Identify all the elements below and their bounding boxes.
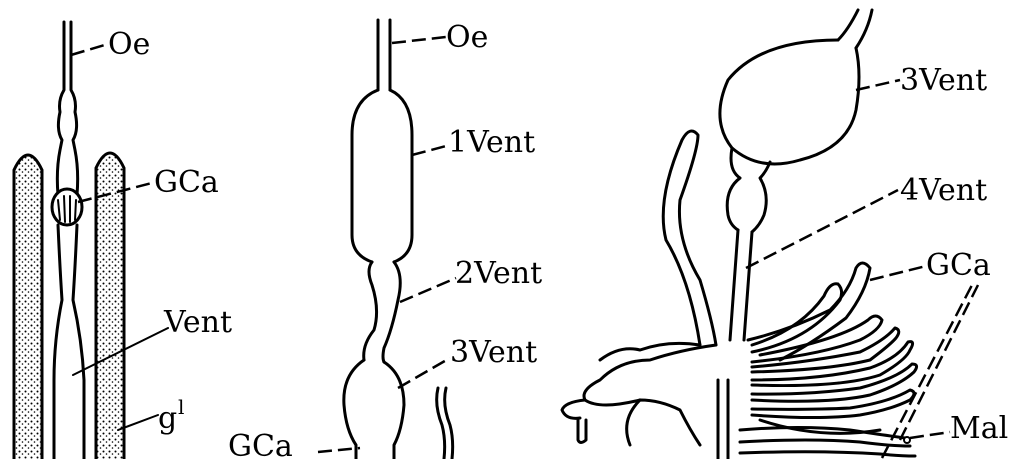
right-gland	[96, 153, 124, 459]
third-ventricle	[344, 360, 404, 459]
label-left-gca: GCa	[154, 165, 219, 200]
oesophagus-right	[71, 22, 78, 195]
label-left-gl-sup: l	[178, 395, 184, 419]
first-ventricle	[352, 90, 412, 262]
left-caecum	[663, 131, 716, 345]
label-right-vent3: 3Vent	[900, 63, 987, 98]
fourth-ventricle	[730, 230, 752, 340]
label-left-oe: Oe	[108, 27, 150, 62]
panel-middle	[318, 20, 456, 459]
left-gland	[14, 155, 42, 459]
ventriculus-right	[73, 225, 84, 459]
label-left-vent: Vent	[163, 305, 232, 340]
label-middle-oe: Oe	[446, 20, 488, 55]
label-left-gl: g	[158, 401, 177, 436]
second-ventricle	[364, 262, 401, 362]
label-right-gca: GCa	[926, 248, 991, 283]
gastric-caeca	[52, 189, 82, 225]
panel-left	[14, 22, 168, 459]
label-middle-gca: GCa	[228, 429, 293, 459]
label-middle-vent1: 1Vent	[448, 125, 535, 160]
right-third-ventricle	[720, 40, 859, 164]
oesophagus-left	[57, 22, 64, 195]
label-right-vent4: 4Vent	[900, 173, 987, 208]
label-middle-vent3: 3Vent	[450, 335, 537, 370]
label-right-mal: Mal	[950, 411, 1008, 446]
ventriculus-left	[54, 225, 62, 459]
label-middle-vent2: 2Vent	[455, 256, 542, 291]
